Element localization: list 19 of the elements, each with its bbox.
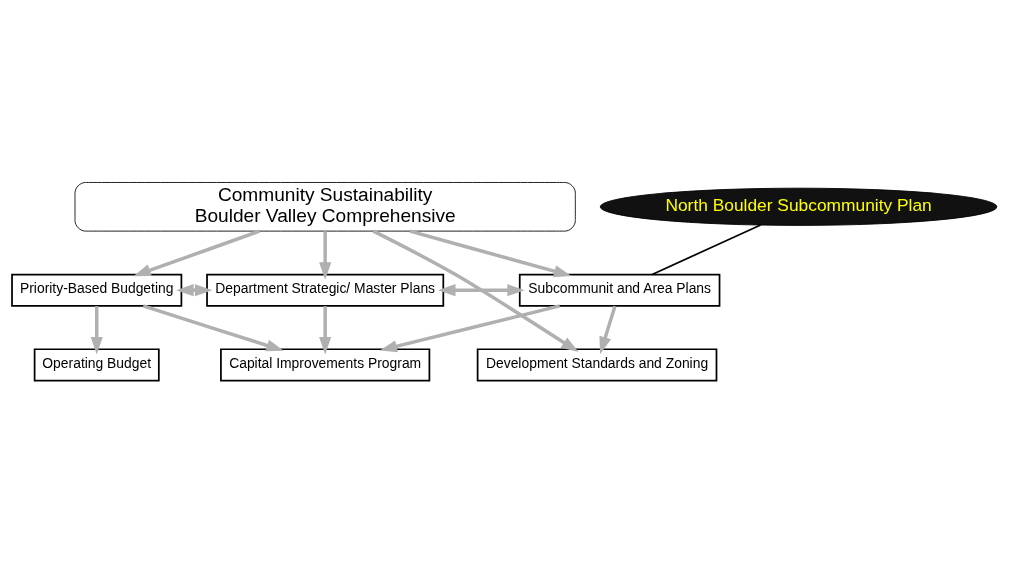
node-ellipse: North Boulder Subcommunity Plan	[599, 187, 998, 226]
node-box: Operating Budget	[33, 347, 160, 381]
node-box: Community Sustainability Boulder Valley Comprehensive	[74, 181, 576, 232]
node-box: Department Strategic/ Master Plans	[206, 273, 445, 307]
arrow	[90, 305, 103, 354]
node-box: Capital Improvements Program	[220, 347, 431, 381]
arrow	[409, 229, 572, 277]
connector	[651, 223, 762, 275]
arrow	[372, 229, 579, 352]
arrow	[599, 305, 617, 354]
arrow	[319, 305, 332, 354]
node-box: Priority-Based Budgeting	[11, 273, 183, 307]
arrow	[142, 303, 284, 351]
node-box: Development Standards and Zoning	[476, 347, 718, 381]
arrow	[133, 229, 260, 276]
arrow	[176, 283, 213, 296]
arrow	[438, 283, 525, 296]
arrow	[319, 230, 332, 280]
node-box: Subcommunit and Area Plans	[518, 273, 721, 307]
